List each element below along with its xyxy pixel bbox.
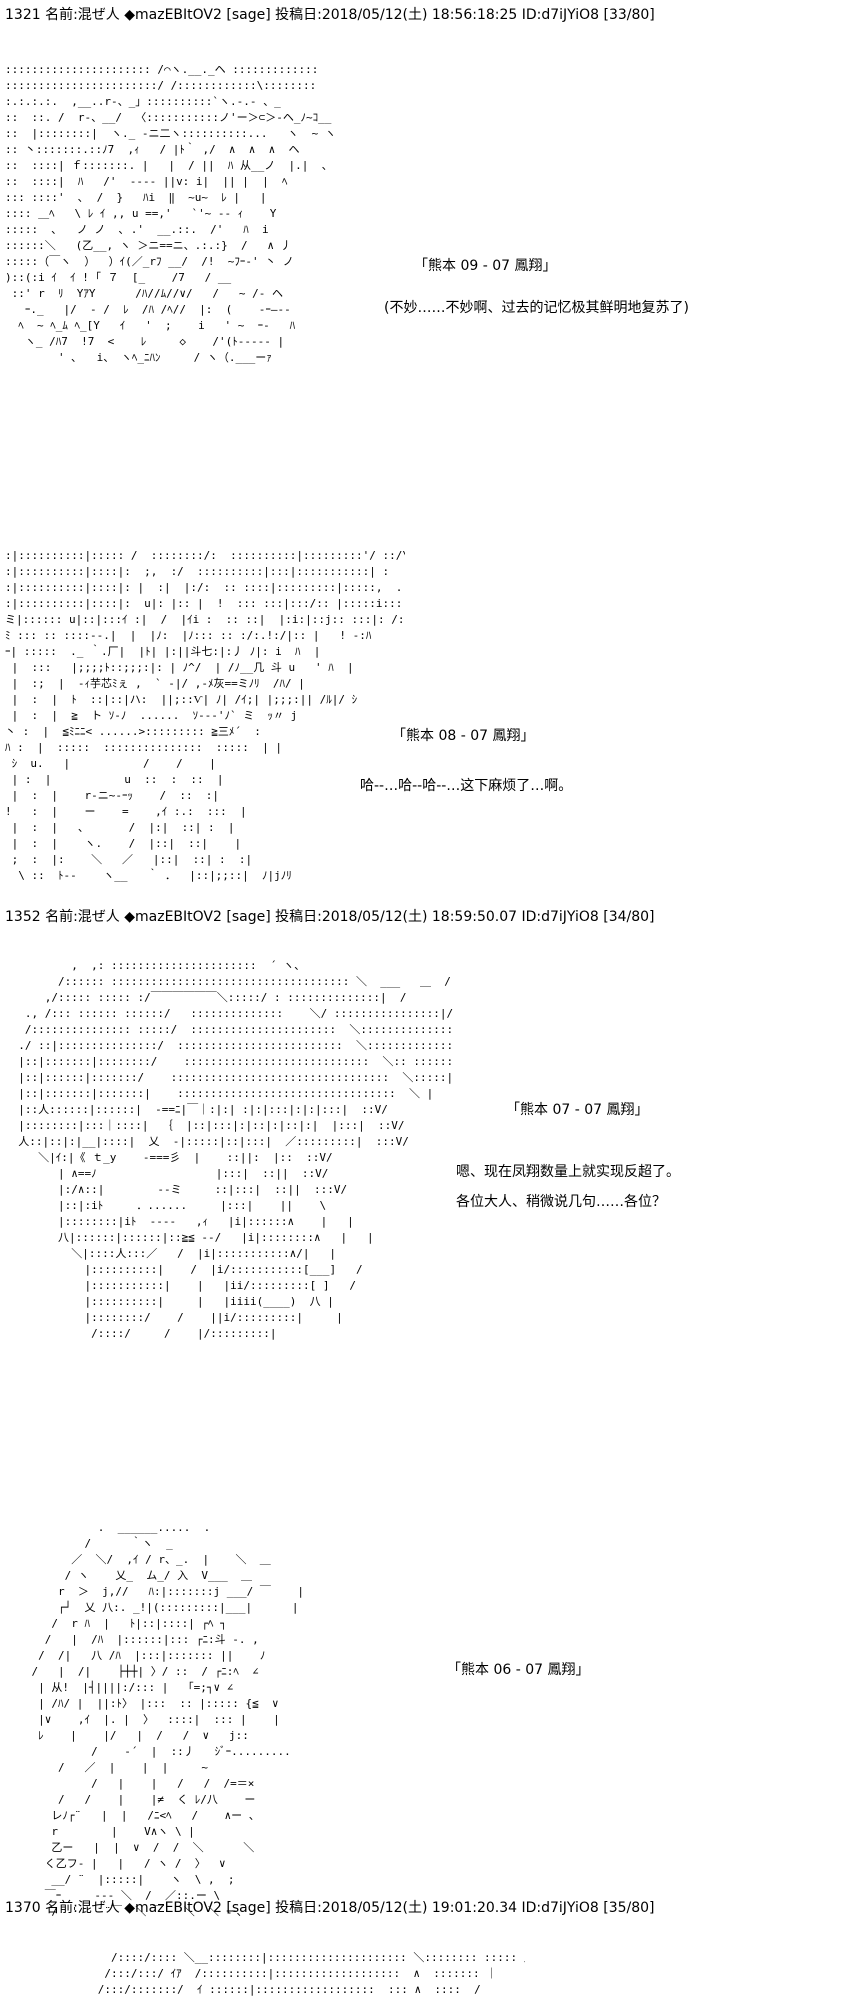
caption-title: 「熊本 06 - 07 鳳翔」 <box>447 1662 590 1678</box>
caption-title: 「熊本 07 - 07 鳳翔」 <box>506 1102 649 1118</box>
ascii-art-panel-4: . ______..... . / ｀ヽ _ ／ ＼/ ,ｲ / r、_. | … <box>31 1521 305 1918</box>
post-header-1370: 1370 名前:混ぜ人 ◆mazEBItOV2 [sage] 投稿日:2018/… <box>5 1900 655 1916</box>
caption-dialogue: 嗯、现在凤翔数量上就实现反超了。 <box>456 1164 680 1180</box>
post-header-1321: 1321 名前:混ぜ人 ◆mazEBItOV2 [sage] 投稿日:2018/… <box>5 7 655 23</box>
caption-dialogue: 各位大人、稍微说几句……各位？ <box>456 1194 666 1210</box>
caption-panel-1: 「熊本 09 - 07 鳳翔」 (不妙……不妙啊、过去的记忆极其鲜明地复苏了) <box>384 256 689 318</box>
ascii-art-panel-2: :|::::::::::|::::: / ::::::::/: ::::::::… <box>5 549 405 882</box>
caption-panel-4: 「熊本 06 - 07 鳳翔」 <box>447 1660 589 1680</box>
ascii-art-panel-5: /::::/:::: ＼__::::::::|:::::::::::::::::… <box>97 1951 525 1996</box>
caption-title: 「熊本 08 - 07 鳳翔」 <box>392 728 535 744</box>
ascii-art-panel-3: , ,: :::::::::::::::::::::: ´ ヽ、 /::::::… <box>18 959 455 1340</box>
caption-dialogue: (不妙……不妙啊、过去的记忆极其鲜明地复苏了) <box>384 300 689 316</box>
caption-panel-2: 「熊本 08 - 07 鳳翔」 哈--…哈--哈--…这下麻烦了…啊。 <box>360 726 572 796</box>
post-header-1352: 1352 名前:混ぜ人 ◆mazEBItOV2 [sage] 投稿日:2018/… <box>5 909 655 925</box>
caption-dialogue: 哈--…哈--哈--…这下麻烦了…啊。 <box>360 778 573 794</box>
caption-panel-3: 「熊本 07 - 07 鳳翔」 嗯、现在凤翔数量上就实现反超了。 各位大人、稍微… <box>456 1100 680 1212</box>
caption-title: 「熊本 09 - 07 鳳翔」 <box>414 258 557 274</box>
ascii-art-panel-1: :::::::::::::::::::::: /⌒ヽ.__._ヘ :::::::… <box>5 63 336 364</box>
